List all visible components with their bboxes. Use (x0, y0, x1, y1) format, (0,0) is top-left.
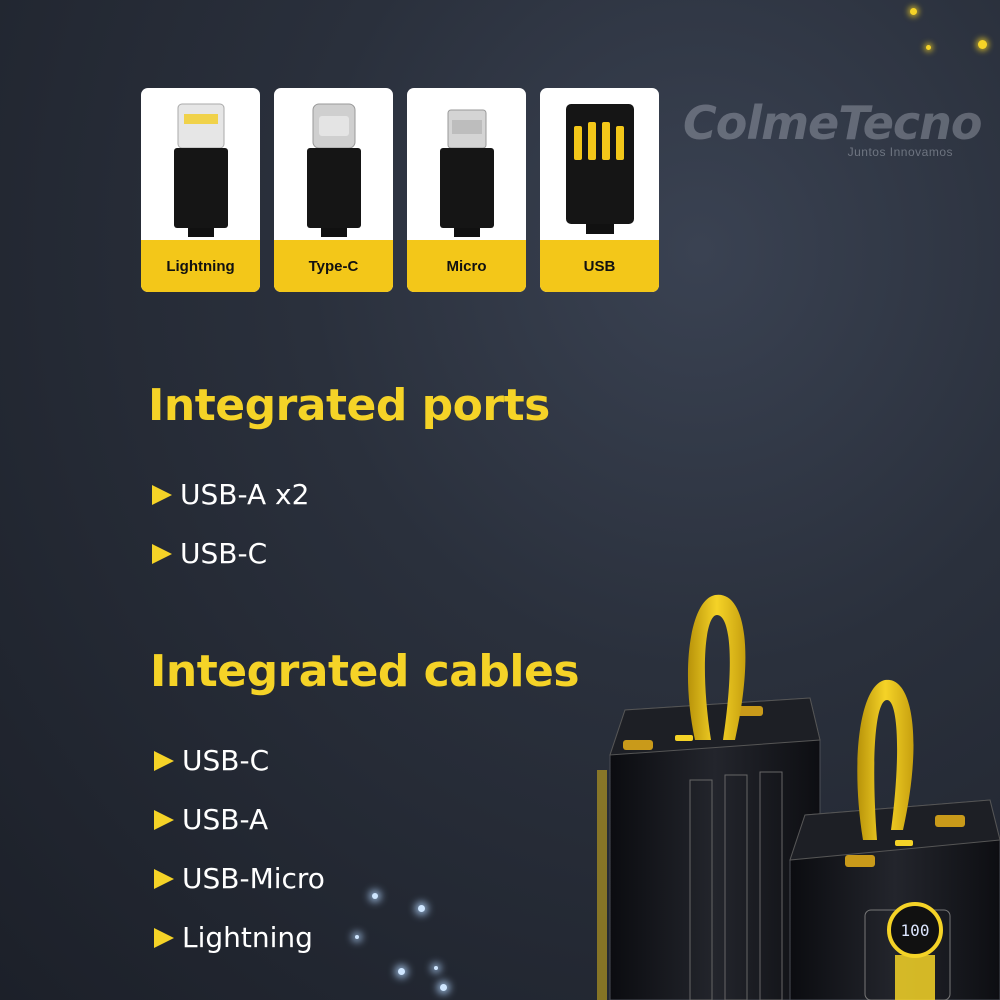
triangle-bullet-icon (154, 868, 174, 889)
cable-label: USB-C (182, 744, 270, 777)
brand-logo: ColmeTecno Juntos Innovamos (683, 96, 983, 160)
display-readout: 100 (901, 921, 930, 940)
lightning-connector-icon (173, 103, 228, 237)
triangle-bullet-icon (152, 484, 172, 505)
connector-label: Type-C (274, 240, 393, 292)
sparkle (978, 40, 987, 49)
triangle-bullet-icon (154, 927, 174, 948)
star-sparkle (355, 935, 359, 939)
port-label: USB-A x2 (180, 478, 310, 511)
triangle-bullet-icon (154, 809, 174, 830)
sparkle (926, 45, 931, 50)
connector-card-micro: Micro (407, 88, 526, 292)
star-sparkle (434, 966, 438, 970)
list-item: USB-A x2 (152, 478, 309, 511)
list-item: Lightning (154, 921, 313, 954)
cables-heading: Integrated cables (150, 646, 580, 697)
power-bank-image: 100 (597, 594, 1000, 1000)
connector-cards: Lightning Type-C Micro (141, 88, 659, 292)
star-sparkle (418, 905, 425, 912)
usb-a-connector-icon (565, 104, 634, 234)
cable-label: Lightning (182, 921, 313, 954)
connector-label: Lightning (141, 240, 260, 292)
brand-tagline: Juntos Innovamos (847, 145, 953, 159)
star-sparkle (440, 984, 447, 991)
star-sparkle (372, 893, 378, 899)
list-item: USB-C (154, 744, 269, 777)
brand-name: ColmeTecno (683, 96, 983, 150)
connector-card-lightning: Lightning (141, 88, 260, 292)
star-sparkle (398, 968, 405, 975)
cable-label: USB-Micro (182, 862, 325, 895)
sparkle (910, 8, 917, 15)
port-label: USB-C (180, 537, 268, 570)
connector-label: USB (540, 240, 659, 292)
triangle-bullet-icon (154, 750, 174, 771)
cable-label: USB-A (182, 803, 269, 836)
micro-usb-connector-icon (439, 109, 494, 237)
triangle-bullet-icon (152, 543, 172, 564)
connector-card-usb: USB (540, 88, 659, 292)
list-item: USB-C (152, 537, 267, 570)
type-c-connector-icon (306, 103, 361, 237)
list-item: USB-A (154, 803, 268, 836)
connector-label: Micro (407, 240, 526, 292)
list-item: USB-Micro (154, 862, 325, 895)
connector-card-type-c: Type-C (274, 88, 393, 292)
ports-heading: Integrated ports (148, 380, 550, 431)
